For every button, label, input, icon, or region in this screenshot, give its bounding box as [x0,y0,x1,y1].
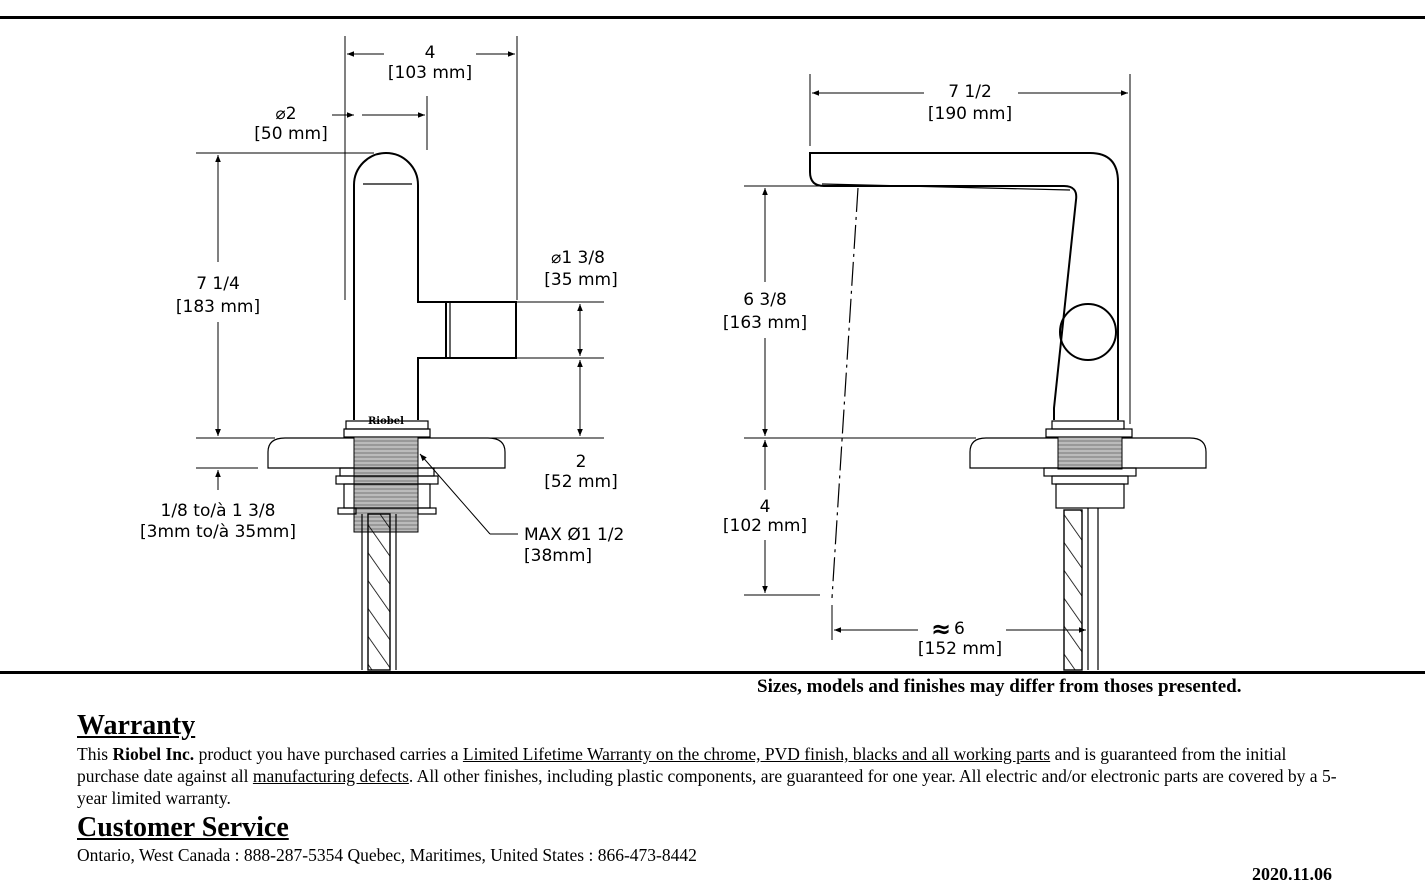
dim-handle-diameter-metric: [35 mm] [544,270,617,290]
side-view-faucet [809,152,1207,671]
dim-height-imperial: 7 1/4 [196,274,240,294]
technical-drawing: Riobel 4 [103 mm] ⌀2 [50 mm] 7 1/4 [183 … [140,36,1207,671]
dim-deck-thickness-metric: [3mm to/à 35mm] [140,522,296,542]
dimension-max-hole: MAX Ø1 1/2 [38mm] [419,453,624,566]
top-border [0,16,1425,19]
dim-spout-diameter-metric: [50 mm] [254,124,327,144]
warranty-text-3: and is guaranteed from the initial purch… [77,744,1287,786]
dim-width-imperial: 4 [425,43,436,63]
dimension-flow-reach: ≈ 6 [152 mm] [831,605,1086,659]
dim-below-deck-metric: [102 mm] [723,516,807,536]
warranty-title: Warranty [77,710,196,741]
dim-spout-height-metric: [163 mm] [723,313,807,333]
warranty-link-defects[interactable]: manufacturing defects [252,766,409,786]
dimension-spout-diameter: ⌀2 [50 mm] [254,96,428,150]
dimension-spout-reach: 7 1/2 [190 mm] [809,74,1131,424]
customer-service-title: Customer Service [77,812,289,843]
document-date: 2020.11.06 [1252,864,1333,884]
dim-spout-reach-imperial: 7 1/2 [948,82,992,102]
dimension-spout-height: 6 3/8 [163 mm] 4 [102 mm] [723,185,976,596]
dimension-handle: ⌀1 3/8 [35 mm] 2 [52 mm] [430,248,618,492]
brand-logo: Riobel [368,416,404,427]
dim-below-deck-imperial: 4 [760,497,771,517]
dim-width-metric: [103 mm] [388,63,472,83]
dimension-width-total: 4 [103 mm] [344,36,518,300]
dim-flow-reach-metric: [152 mm] [918,639,1002,659]
disclaimer: Sizes, models and finishes may differ fr… [757,676,1242,697]
warranty-text-2: product you have purchased carries a [194,744,463,764]
bottom-border [0,671,1425,674]
dim-handle-height-metric: [52 mm] [544,472,617,492]
company-name: Riobel Inc. [112,744,195,764]
dim-flow-reach-symbol: ≈ [931,615,951,643]
dim-spout-reach-metric: [190 mm] [928,104,1012,124]
dim-handle-height-imperial: 2 [576,452,587,472]
dimension-deck-thickness: 1/8 to/à 1 3/8 [3mm to/à 35mm] [140,418,296,542]
dim-max-hole-imperial: MAX Ø1 1/2 [524,525,624,545]
dim-height-metric: [183 mm] [176,297,260,317]
warranty-text-1: This [77,744,113,764]
dim-deck-thickness-imperial: 1/8 to/à 1 3/8 [161,501,276,521]
dim-max-hole-metric: [38mm] [524,546,592,566]
warranty-text-4: . All other finishes, including plastic … [77,766,1337,808]
customer-service-text: Ontario, West Canada : 888-287-5354 Queb… [77,845,697,865]
dim-flow-reach-imperial: 6 [954,619,965,639]
dim-spout-height-imperial: 6 3/8 [743,290,787,310]
dimension-height: 7 1/4 [183 mm] [176,152,374,439]
front-view-faucet: Riobel [267,152,517,671]
dim-spout-diameter-imperial: ⌀2 [275,104,296,124]
warranty-link-lifetime[interactable]: Limited Lifetime Warranty on the chrome,… [462,744,1051,764]
warranty-text: This Riobel Inc. product you have purcha… [77,743,1347,809]
dim-handle-diameter-imperial: ⌀1 3/8 [551,248,605,268]
